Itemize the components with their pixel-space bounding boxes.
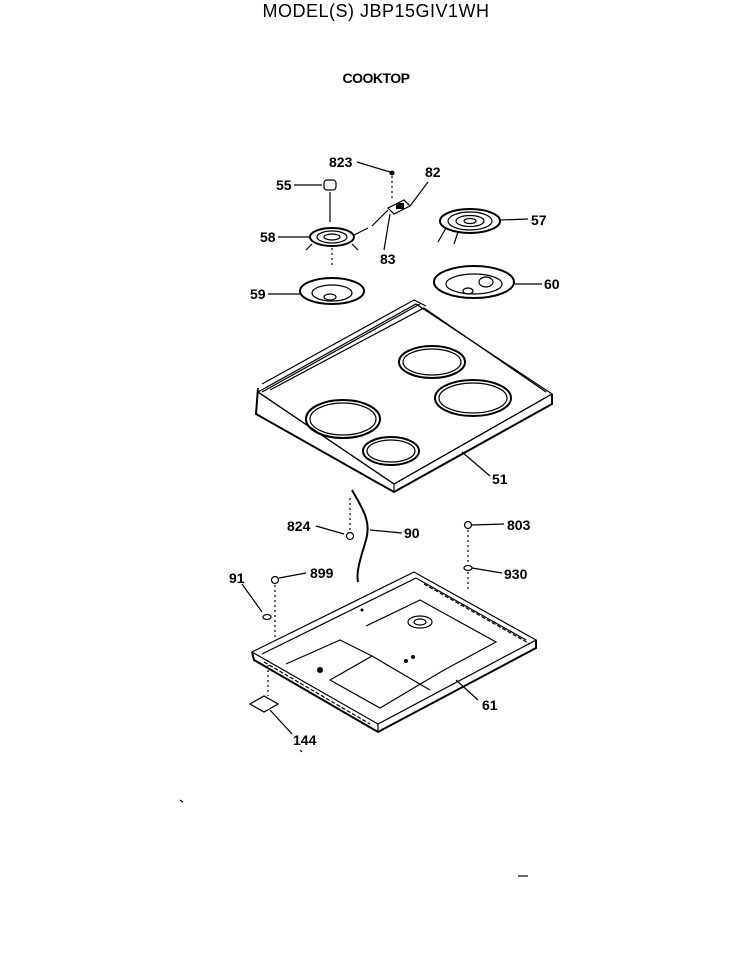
screw-899 xyxy=(270,572,307,640)
stray-mark xyxy=(179,799,184,803)
callout-61: 61 xyxy=(482,697,498,713)
burner-box-61 xyxy=(250,571,538,734)
callout-82: 82 xyxy=(425,164,441,180)
surface-element-58 xyxy=(278,227,369,268)
callout-899: 899 xyxy=(310,565,334,581)
section-title: COOKTOP xyxy=(342,70,410,86)
screw-824 xyxy=(315,525,355,541)
callout-823: 823 xyxy=(329,154,353,170)
callout-58: 58 xyxy=(260,229,276,245)
callout-824: 824 xyxy=(287,518,311,534)
callout-930: 930 xyxy=(504,566,528,582)
callout-55: 55 xyxy=(276,177,292,193)
callout-90: 90 xyxy=(404,525,420,541)
callout-60: 60 xyxy=(544,276,560,292)
screw-803 xyxy=(463,520,505,562)
callout-144: 144 xyxy=(293,732,317,748)
stray-mark xyxy=(299,749,303,753)
bracket-144 xyxy=(248,660,293,735)
callout-91: 91 xyxy=(229,570,245,586)
model-title: MODEL(S) JBP15GIV1WH xyxy=(262,1,490,21)
surface-element-57 xyxy=(437,208,529,245)
drip-pan-60 xyxy=(433,265,542,299)
drip-pan-59 xyxy=(268,277,365,305)
clip-930 xyxy=(463,564,503,592)
bracket-91 xyxy=(241,583,272,621)
callout-51: 51 xyxy=(492,471,508,487)
callout-803: 803 xyxy=(507,517,531,533)
callout-57: 57 xyxy=(531,212,547,228)
terminal-block-82 xyxy=(371,181,429,251)
lead-wire-90 xyxy=(349,489,403,583)
callout-59: 59 xyxy=(250,286,266,302)
callout-83: 83 xyxy=(380,251,396,267)
cooktop-51 xyxy=(254,299,554,494)
knob-55 xyxy=(294,179,337,222)
screw-823 xyxy=(356,161,395,200)
